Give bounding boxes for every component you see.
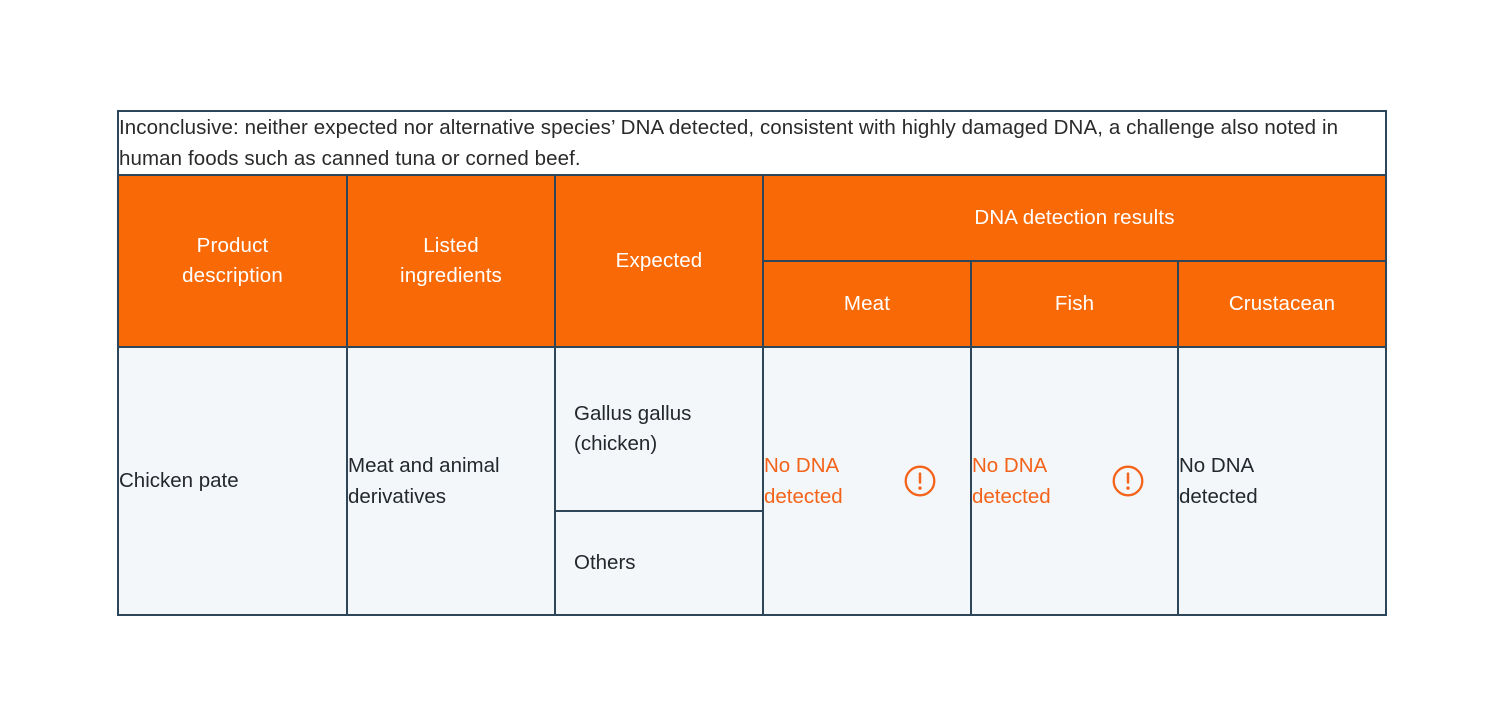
alert-circle-icon (904, 465, 936, 497)
header-dna-detection-results: DNA detection results (761, 174, 1388, 263)
header-listed-ingredients-line2: ingredients (400, 264, 502, 288)
header-expected: Expected (554, 174, 764, 349)
dna-detection-results-table: Inconclusive: neither expected nor alter… (116, 109, 1388, 617)
cell-product-description: Chicken pate (117, 346, 348, 617)
cell-result-meat: No DNA detected (762, 346, 972, 617)
header-product-description-line2: description (182, 264, 283, 288)
cell-expected-species: Gallus gallus (chicken) (556, 348, 762, 513)
header-crustacean-label: Crustacean (1228, 292, 1336, 316)
cell-listed-ingredients: Meat and animal derivatives (346, 346, 556, 617)
expected-subtable: Gallus gallus (chicken) Others (556, 348, 762, 615)
expected-subrow-others: Others (556, 511, 762, 615)
cell-result-fish: No DNA detected (970, 346, 1179, 617)
expected-subrow-species: Gallus gallus (chicken) (556, 348, 762, 513)
cell-result-crustacean: No DNA detected (1176, 346, 1388, 617)
header-product-description-line1: Product (196, 233, 269, 257)
header-dna-detection-results-label: DNA detection results (974, 206, 1175, 230)
table-caption-row: Inconclusive: neither expected nor alter… (116, 109, 1388, 177)
header-row-primary: Product description Listed ingredients E… (117, 174, 1388, 349)
header-product-description: Product description (117, 174, 348, 349)
header-expected-label: Expected (615, 249, 703, 273)
header-fish-label: Fish (1054, 292, 1095, 316)
result-crustacean-text: No DNA detected (1179, 454, 1258, 509)
header-listed-ingredients-line1: Listed (423, 233, 479, 257)
header-crustacean: Crustacean (1176, 260, 1388, 349)
cell-expected: Gallus gallus (chicken) Others (554, 346, 764, 617)
inconclusive-note: Inconclusive: neither expected nor alter… (116, 109, 1388, 177)
alert-circle-icon (1112, 465, 1144, 497)
cell-expected-others: Others (556, 511, 762, 615)
header-row-secondary: Meat Fish Crustacean (118, 260, 1388, 349)
result-fish-text: No DNA detected (972, 454, 1051, 509)
result-meat-text: No DNA detected (764, 454, 843, 509)
header-meat-label: Meat (843, 292, 891, 316)
header-meat: Meat (762, 260, 972, 349)
table-row: Chicken pate Meat and animal derivatives… (117, 346, 1388, 617)
header-listed-ingredients: Listed ingredients (346, 174, 556, 349)
header-fish: Fish (970, 260, 1179, 349)
